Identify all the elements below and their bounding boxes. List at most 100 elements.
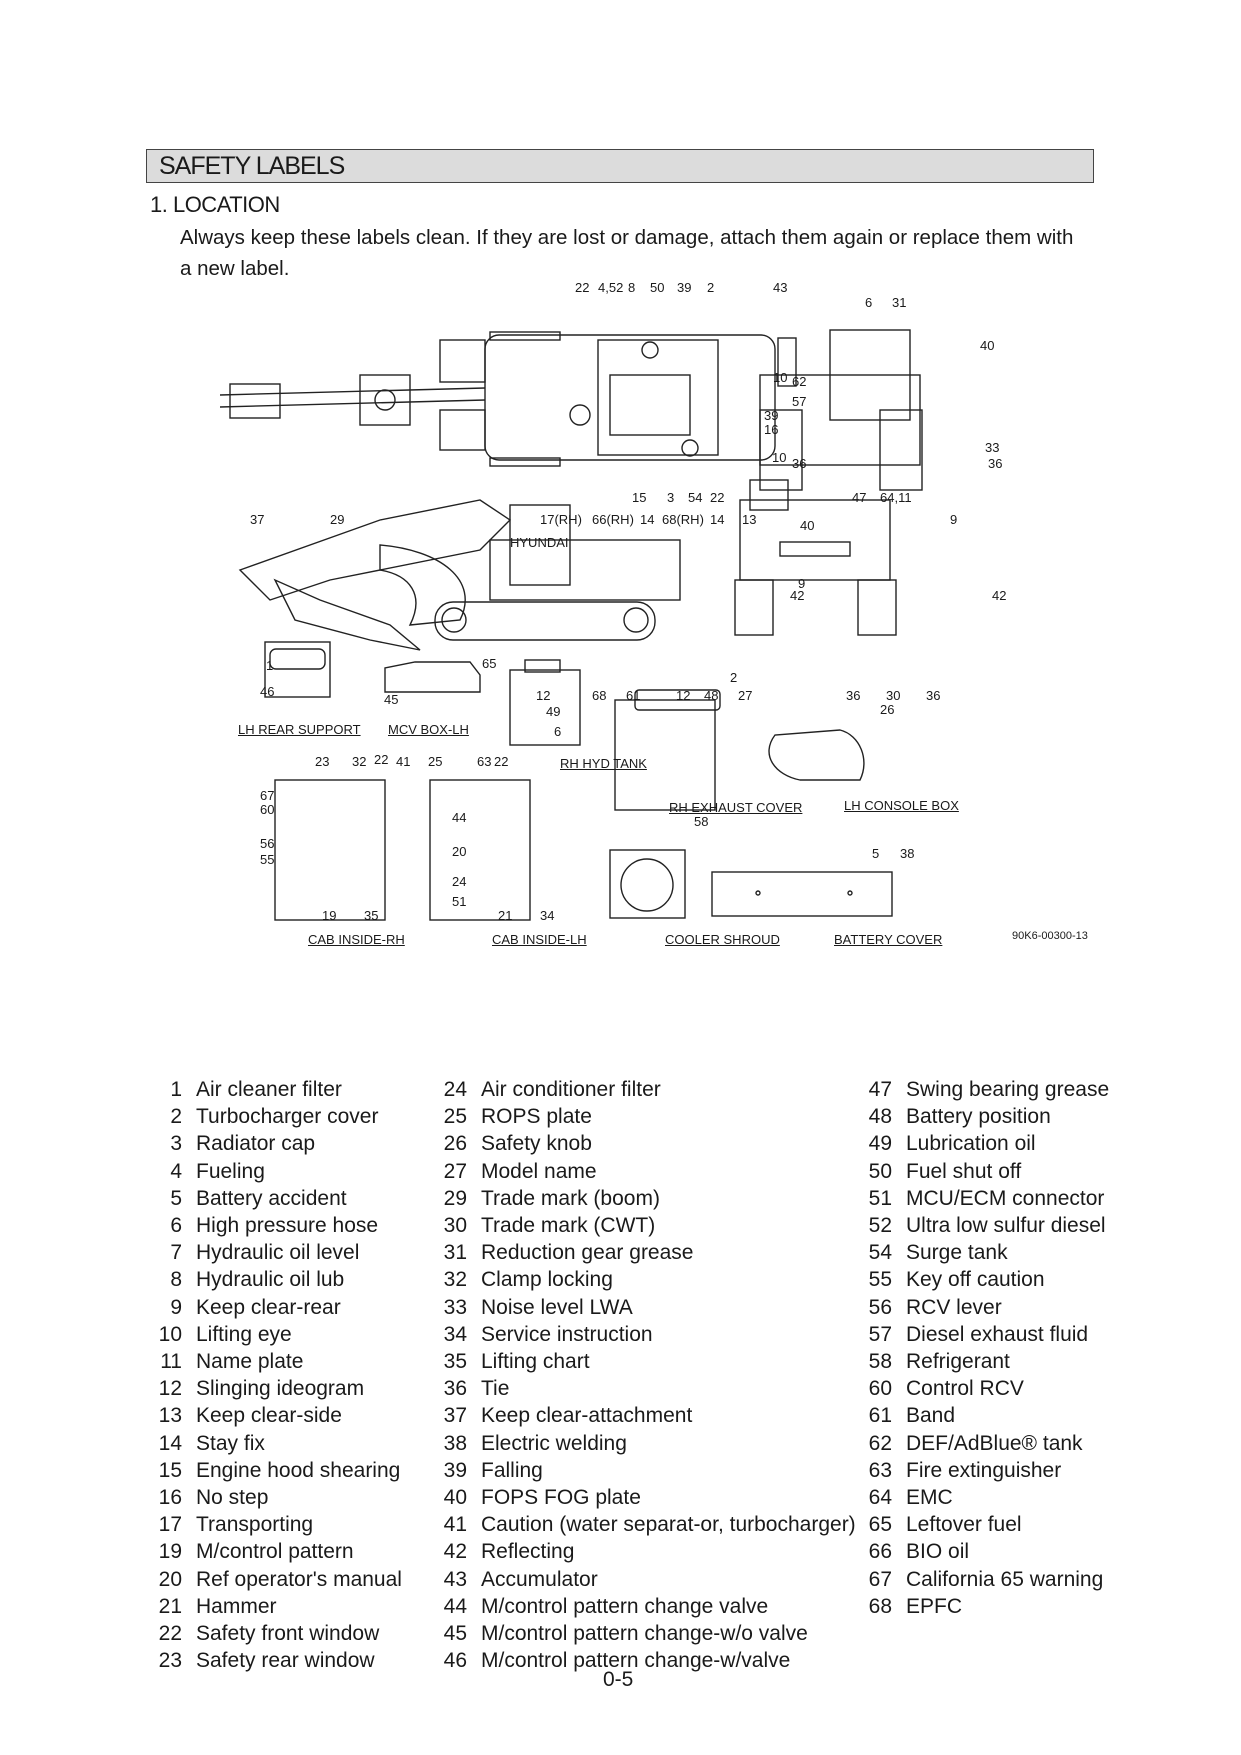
callout-side: 9	[798, 576, 806, 591]
callout-side: 66(RH)	[592, 512, 634, 527]
callout-side: 12	[536, 688, 551, 703]
legend-label: Safety knob	[481, 1132, 592, 1156]
legend-number: 52	[868, 1214, 892, 1237]
legend-label: EPFC	[906, 1594, 963, 1618]
callout-detail: 1	[266, 658, 274, 673]
legend-number: 58	[868, 1350, 892, 1373]
callout-detail: 2	[730, 670, 738, 685]
legend-number: 45	[443, 1622, 467, 1645]
callout-side: 68(RH)	[662, 512, 704, 527]
callout-top: 64,11	[880, 490, 912, 505]
legend-label: California 65 warning	[906, 1567, 1104, 1591]
callout-detail: 6	[554, 724, 562, 739]
callout-top: 8	[628, 280, 636, 295]
figure-caption: COOLER SHROUD	[665, 932, 780, 947]
legend-number: 26	[443, 1132, 467, 1156]
legend-label: Accumulator	[481, 1567, 598, 1591]
legend-label: DEF/AdBlue® tank	[906, 1431, 1083, 1455]
legend-label: Safety front window	[196, 1622, 380, 1645]
legend-label: RCV lever	[906, 1295, 1002, 1319]
callout-top: 22	[575, 280, 590, 295]
figure-caption: RH HYD TANK	[560, 756, 647, 771]
legend-label: Hydraulic oil level	[196, 1241, 360, 1265]
callout-top: 10	[772, 450, 787, 465]
legend-number: 8	[170, 1268, 182, 1292]
legend-label: Lifting chart	[481, 1350, 590, 1373]
legend-number: 46	[443, 1649, 467, 1673]
callout-detail: 24	[452, 874, 467, 889]
legend-label: Key off caution	[906, 1268, 1045, 1292]
callout-detail: 60	[260, 802, 275, 817]
legend-label: Reduction gear grease	[481, 1241, 694, 1265]
callout-top: 62	[792, 374, 807, 389]
legend-label: Refrigerant	[906, 1350, 1010, 1373]
legend-label: Hydraulic oil lub	[196, 1268, 345, 1292]
legend-label: Model name	[481, 1159, 597, 1183]
callout-side: 27	[738, 688, 753, 703]
callout-side: 12	[676, 688, 691, 703]
subsection-title: 1. LOCATION	[150, 192, 280, 217]
callout-top: 2	[707, 280, 715, 295]
callout-side: 42	[790, 588, 805, 603]
legend-number: 14	[158, 1431, 182, 1455]
callout-detail: 55	[260, 852, 275, 867]
legend-label: Lubrication oil	[906, 1132, 1036, 1156]
callout-side: 14	[640, 512, 655, 527]
legend-label: Name plate	[196, 1350, 304, 1373]
callout-detail: 23	[315, 754, 330, 769]
legend-number: 60	[868, 1377, 892, 1401]
legend-label: Fuel shut off	[906, 1159, 1022, 1183]
legend-item: 58 Refrigerant	[869, 1348, 1010, 1375]
callout-side: 9	[950, 512, 958, 527]
legend-label: Service instruction	[481, 1322, 653, 1346]
callout-top: 43	[773, 280, 788, 295]
legend-label: Fueling	[196, 1159, 265, 1183]
legend-label: Ref operator's manual	[196, 1567, 402, 1591]
callout-top: 16	[764, 422, 779, 437]
callout-side: 29	[330, 512, 345, 527]
callout-side: 13	[742, 512, 757, 527]
callout-top: 10	[773, 370, 788, 385]
legend-label: Trade mark (boom)	[481, 1186, 660, 1210]
callout-detail: 51	[452, 894, 467, 909]
legend-number: 5	[170, 1186, 182, 1210]
legend-label: Fire extinguisher	[906, 1458, 1062, 1482]
legend-number: 54	[868, 1241, 892, 1265]
legend-label: Surge tank	[906, 1241, 1008, 1265]
legend-label: BIO oil	[906, 1540, 970, 1564]
legend-number: 3	[170, 1132, 182, 1156]
callout-detail: 65	[482, 656, 497, 671]
legend-label: Diesel exhaust fluid	[906, 1322, 1089, 1346]
legend-number: 19	[158, 1540, 182, 1564]
legend-label: High pressure hose	[196, 1214, 379, 1237]
callout-top: 57	[792, 394, 807, 409]
legend-label: Turbocharger cover	[196, 1105, 379, 1129]
legend-label: Air cleaner filter	[196, 1078, 342, 1101]
legend-item: 8 Hydraulic oil lub	[170, 1266, 345, 1293]
legend-label: M/control pattern change-w/valve	[481, 1649, 791, 1673]
legend-number: 30	[443, 1214, 467, 1237]
legend-label: M/control pattern	[196, 1540, 354, 1564]
callout-detail: 45	[384, 692, 399, 707]
